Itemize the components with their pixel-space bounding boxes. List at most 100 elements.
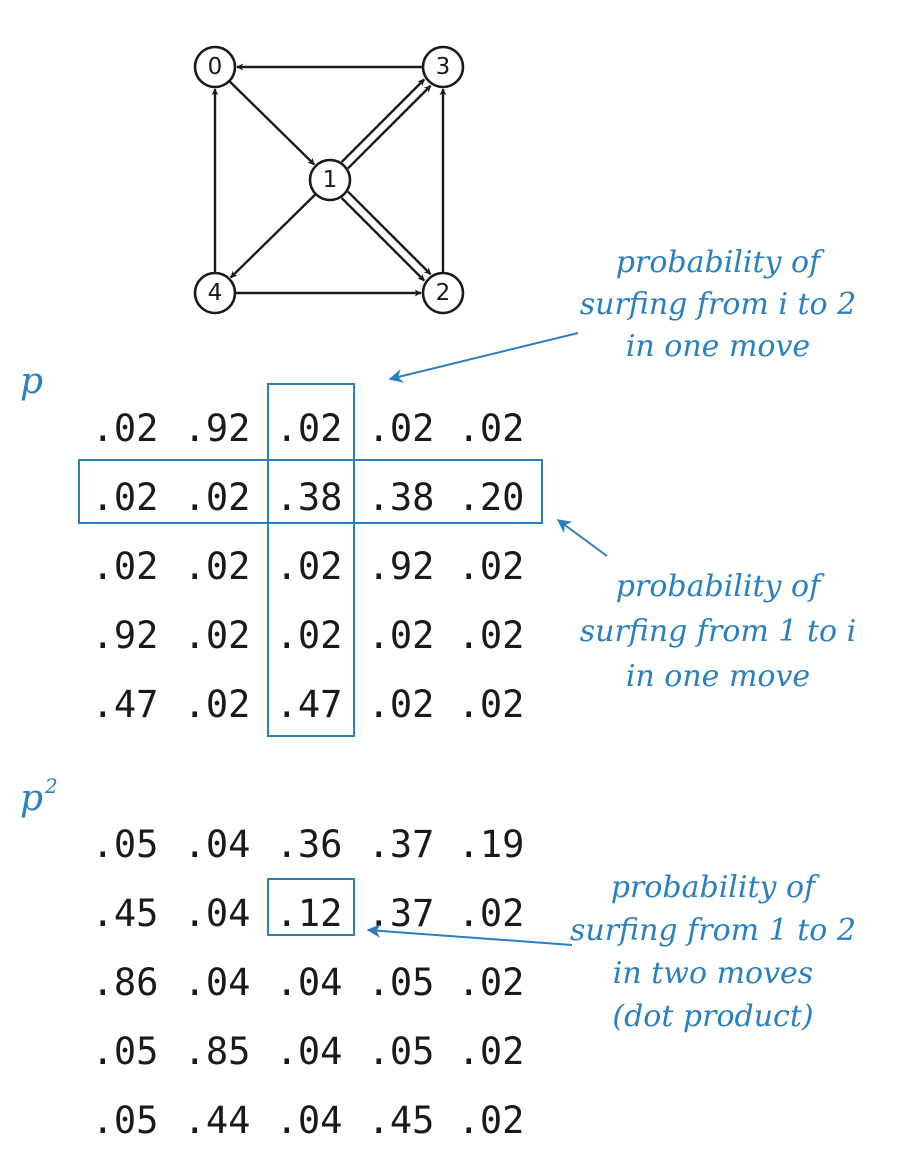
annotation-cell: probability of surfing from 1 to 2 in tw… <box>366 870 856 1034</box>
matrix-p-cell-3-2: .02 <box>276 614 343 657</box>
matrix-p-cells: .02 .92 .02 .02 .02 .02 .02 .38 .38 .20 .02 .02 .02.… <box>92 407 525 726</box>
matrix-p-label: p <box>20 361 43 402</box>
node-0-label: 0 <box>208 54 223 80</box>
matrix-p-cell-1-0: .02 <box>92 476 159 519</box>
matrix-p-cell-1-2: .38 <box>276 476 343 519</box>
edge-1-to-2-1 <box>347 190 432 276</box>
matrix-p-cell-2-1: .02 <box>184 545 251 588</box>
matrix-p2-cell-0-4: .19 <box>458 823 525 866</box>
matrix-p-cell-3-1: .02 <box>184 614 251 657</box>
matrix-p-cell-0-3: .02 <box>368 407 435 450</box>
edge-0-to-1 <box>229 80 316 166</box>
matrix-p2-cell-3-1: .85 <box>184 1030 251 1073</box>
column-2-highlight <box>267 383 355 737</box>
annotation-row: probability of surfing from 1 to i in on… <box>556 519 857 694</box>
matrix-p2-cell-4-0: .05 <box>92 1099 159 1142</box>
matrix-p2-cell-3-2: .04 <box>276 1030 343 1073</box>
matrix-p2-label: p <box>20 778 43 819</box>
node-2: 2 <box>421 271 465 315</box>
matrix-p-cell-3-4: .02 <box>458 614 525 657</box>
matrix-p2-cell-0-3: .37 <box>368 823 435 866</box>
edge-1-to-4 <box>229 193 316 279</box>
matrix-p2-cell-1-1: .04 <box>184 892 251 935</box>
node-1-label: 1 <box>323 167 338 193</box>
node-0-circle <box>193 45 237 89</box>
matrix-p2-cell-2-3: .05 <box>368 961 435 1004</box>
matrix-p2-cell-3-3: .05 <box>368 1030 435 1073</box>
matrix-p-cell-2-0: .02 <box>92 545 159 588</box>
annotation-cell-line-1: probability of <box>611 870 820 905</box>
edge-1-to-3-1 <box>340 78 426 163</box>
annotation-column-line-3: in one move <box>626 329 810 364</box>
matrix-p2-cell-2-1: .04 <box>184 961 251 1004</box>
annotation-column-line-1: probability of <box>616 245 825 280</box>
annotation-cell-line-2: surfing from 1 to 2 <box>570 913 856 948</box>
matrix-p-cell-4-2: .47 <box>276 683 343 726</box>
matrix-p: p .02.92.02.02.02.02.02.38.38.20.02.02.0… <box>20 361 543 737</box>
matrix-p-cell-2-4: .02 <box>458 545 525 588</box>
row-1-highlight <box>78 459 543 524</box>
annotation-cell-line-4: (dot product) <box>612 999 813 1034</box>
matrix-p2-cell-4-2: .04 <box>276 1099 343 1142</box>
annotation-column: probability of surfing from i to 2 in on… <box>388 245 857 383</box>
matrix-p-cell-4-3: .02 <box>368 683 435 726</box>
matrix-p2-cell-0-0: .05 <box>92 823 159 866</box>
annotation-row-line-2: surfing from 1 to i <box>580 614 857 649</box>
annotation-row-line-1: probability of <box>616 569 825 604</box>
matrix-p-cell-0-1: .92 <box>184 407 251 450</box>
matrix-p2-cell-3-0: .05 <box>92 1030 159 1073</box>
node-4-circle <box>193 271 237 315</box>
matrix-p2-cell-4-3: .45 <box>368 1099 435 1142</box>
graph-edges <box>211 63 447 297</box>
graph: 0 1 2 3 4 <box>193 45 465 315</box>
matrix-p2-cell-0-1: .04 <box>184 823 251 866</box>
matrix-p-cell-0-4: .02 <box>458 407 525 450</box>
annotation-cell-arrow <box>366 923 573 946</box>
edge-1-to-2-2 <box>340 197 426 282</box>
matrix-p2-cells: .05 .04 .36 .37 .19 .45 .04 .12 .37 .02 .86 .04 .04.… <box>92 823 525 1142</box>
matrix-p-cell-2-3: .92 <box>368 545 435 588</box>
matrix-p-cell-1-3: .38 <box>368 476 435 519</box>
matrix-p2-cell-2-4: .02 <box>458 961 525 1004</box>
matrix-p-cell-0-2: .02 <box>276 407 343 450</box>
matrix-p-cell-4-0: .47 <box>92 683 159 726</box>
node-3-label: 3 <box>436 54 451 80</box>
node-1-circle <box>308 158 352 202</box>
annotation-column-arrow <box>388 332 579 383</box>
node-3-circle <box>421 45 465 89</box>
matrix-p2-cell-1-3: .37 <box>368 892 435 935</box>
matrix-p-cell-1-4: .20 <box>458 476 525 519</box>
matrix-p-cell-1-1: .02 <box>184 476 251 519</box>
matrix-p2-cell-1-4: .02 <box>458 892 525 935</box>
matrix-p-cell-0-0: .02 <box>92 407 159 450</box>
matrix-p2-cell-2-0: .86 <box>92 961 159 1004</box>
matrix-p-cell-3-3: .02 <box>368 614 435 657</box>
matrix-p2-cell-4-4: .02 <box>458 1099 525 1142</box>
matrix-p2-cell-2-2: .04 <box>276 961 343 1004</box>
node-1: 1 <box>308 158 352 202</box>
annotation-cell-line-3: in two moves <box>613 956 813 991</box>
matrix-p-cell-2-2: .02 <box>276 545 343 588</box>
matrix-p2-cell-4-1: .44 <box>184 1099 251 1142</box>
matrix-p2-superscript: 2 <box>44 774 58 798</box>
node-2-circle <box>421 271 465 315</box>
matrix-p2-cell-3-4: .02 <box>458 1030 525 1073</box>
node-0: 0 <box>193 45 237 89</box>
node-2-label: 2 <box>436 280 451 306</box>
matrix-p-cell-4-1: .02 <box>184 683 251 726</box>
annotation-row-line-3: in one move <box>626 659 810 694</box>
matrix-p2: p 2 .05 .04 .36 .37 .19 .45 .04 .12 .37 .02 .86 .04… <box>20 774 524 1142</box>
matrix-p2-cell-1-0: .45 <box>92 892 159 935</box>
matrix-p-cell-4-4: .02 <box>458 683 525 726</box>
node-3: 3 <box>421 45 465 89</box>
node-4: 4 <box>193 271 237 315</box>
matrix-p-cell-3-0: .92 <box>92 614 159 657</box>
edge-1-to-3-2 <box>347 84 432 170</box>
cell-1-2-highlight <box>267 878 355 936</box>
matrix-p2-cell-1-2: .12 <box>276 892 343 935</box>
matrix-p2-cell-0-2: .36 <box>276 823 343 866</box>
node-4-label: 4 <box>208 280 223 306</box>
annotation-row-arrow <box>556 519 608 557</box>
annotation-column-line-2: surfing from i to 2 <box>580 287 857 322</box>
